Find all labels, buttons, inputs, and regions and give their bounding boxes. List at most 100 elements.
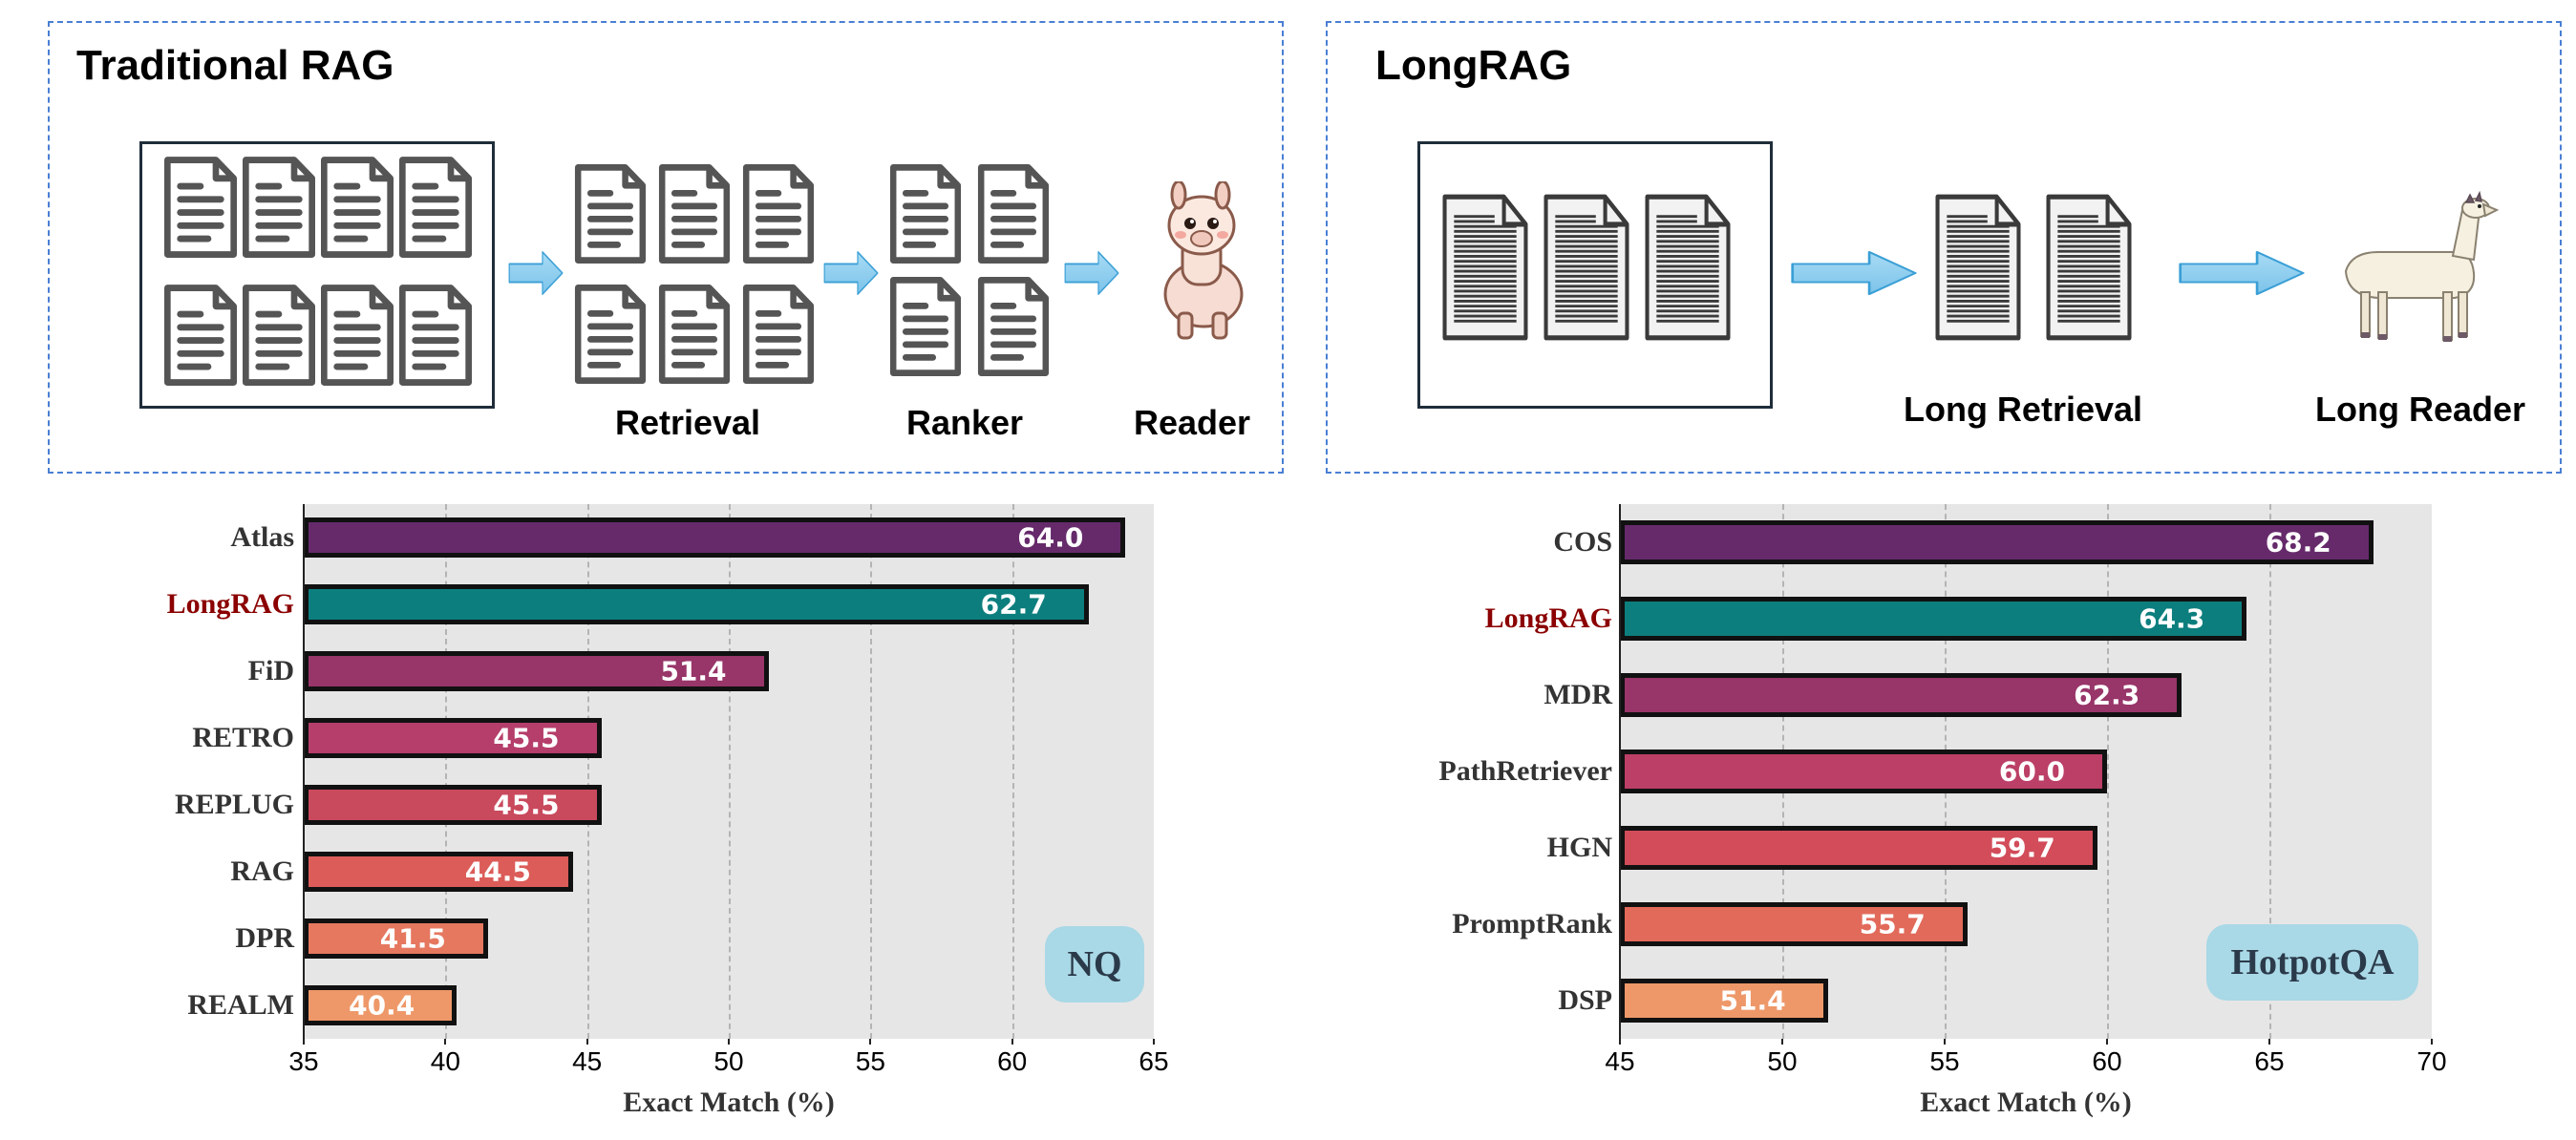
bar [1620, 749, 2107, 793]
bar-value-label: 68.2 [2265, 526, 2331, 559]
gridline [2107, 504, 2109, 1039]
category-label: DPR [235, 922, 294, 954]
arrow-right-icon [1064, 250, 1119, 296]
llama-long-reader-icon [2344, 190, 2500, 342]
category-label: FiD [247, 655, 294, 686]
bar-value-label: 45.5 [493, 722, 560, 754]
long-document-icon [1442, 194, 1528, 341]
category-label: LongRAG [166, 588, 294, 620]
document-icon [889, 277, 962, 376]
category-label: LongRAG [1484, 602, 1612, 634]
x-tick-label: 50 [1767, 1046, 1798, 1076]
document-icon [321, 285, 394, 386]
bar-value-label: 62.7 [980, 588, 1047, 621]
bar-value-label: 51.4 [1719, 984, 1786, 1017]
category-label: REALM [187, 989, 294, 1021]
bar-value-label: 55.7 [1859, 908, 1926, 940]
x-axis-label: Exact Match (%) [1920, 1087, 2132, 1118]
dataset-badge: HotpotQA [2206, 924, 2418, 1001]
x-tick-label: 55 [855, 1046, 885, 1076]
llama-reader-icon [1163, 181, 1244, 340]
stage-label-retrieval: Retrieval [614, 403, 761, 442]
document-icon [742, 285, 815, 384]
x-tick-label: 45 [572, 1046, 603, 1076]
long-document-icon [2046, 194, 2132, 341]
arrow-right-icon [508, 250, 564, 296]
x-tick-mark [1944, 1039, 1946, 1045]
bar [1620, 979, 1828, 1023]
x-tick-mark [2431, 1039, 2433, 1045]
document-icon [977, 164, 1050, 264]
gridline [1011, 504, 1014, 1039]
long-document-icon [1543, 194, 1629, 341]
x-tick-label: 40 [430, 1046, 460, 1076]
category-label: REPLUG [174, 789, 294, 820]
x-tick-label: 35 [288, 1046, 319, 1076]
document-icon [164, 285, 237, 386]
document-icon [164, 157, 237, 258]
x-tick-mark [303, 1039, 305, 1045]
document-icon [399, 285, 472, 386]
stage-label-reader: Reader [1133, 403, 1251, 442]
bar-value-label: 59.7 [1989, 832, 2055, 864]
traditional-rag-title: Traditional RAG [76, 42, 394, 89]
x-tick-label: 60 [2092, 1046, 2122, 1076]
dataset-badge: NQ [1045, 926, 1144, 1003]
x-tick-mark [1011, 1039, 1013, 1045]
gridline [2269, 504, 2271, 1039]
category-label: RETRO [192, 722, 294, 753]
y-axis-line [303, 504, 305, 1039]
gridline [729, 504, 731, 1039]
category-label: RAG [230, 855, 294, 887]
bar [1620, 673, 2182, 717]
y-axis-line [1619, 504, 1621, 1039]
bar [1620, 520, 2374, 564]
gridline [586, 504, 589, 1039]
document-icon [658, 285, 731, 384]
bar-value-label: 40.4 [349, 989, 415, 1022]
stage-label-long-retrieval: Long Retrieval [1903, 390, 2143, 429]
document-icon [889, 164, 962, 264]
bar [304, 651, 769, 691]
bar [304, 584, 1089, 624]
document-icon [242, 285, 315, 386]
bar [304, 852, 573, 892]
bar-value-label: 45.5 [493, 789, 560, 821]
bar [1620, 597, 2247, 641]
stage-label-long-reader: Long Reader [2314, 390, 2526, 429]
document-icon [399, 157, 472, 258]
bar [304, 918, 488, 959]
bar-value-label: 60.0 [1998, 755, 2065, 788]
document-icon [574, 285, 647, 384]
bar-value-label: 41.5 [379, 922, 446, 955]
bar [1620, 902, 1968, 946]
arrow-right-icon [1791, 250, 1917, 296]
x-tick-label: 50 [713, 1046, 744, 1076]
category-label: PathRetriever [1438, 755, 1612, 787]
arrow-right-icon [2179, 250, 2305, 296]
x-tick-mark [869, 1039, 872, 1045]
x-tick-mark [1781, 1039, 1783, 1045]
bar [304, 718, 602, 758]
x-tick-mark [2268, 1039, 2270, 1045]
bar [304, 517, 1126, 558]
category-label: DSP [1558, 984, 1612, 1016]
x-tick-mark [728, 1039, 730, 1045]
category-label: COS [1553, 526, 1612, 558]
document-icon [242, 157, 315, 258]
document-icon [321, 157, 394, 258]
x-tick-mark [585, 1039, 588, 1045]
x-tick-mark [2106, 1039, 2108, 1045]
category-label: PromptRank [1452, 908, 1612, 939]
category-label: MDR [1543, 679, 1612, 710]
bar-value-label: 64.3 [2139, 602, 2205, 635]
longrag-title: LongRAG [1375, 42, 1572, 89]
x-tick-mark [1153, 1039, 1155, 1045]
document-icon [977, 277, 1050, 376]
category-label: Atlas [230, 521, 294, 553]
bar-value-label: 44.5 [464, 855, 531, 888]
bar [304, 785, 602, 825]
bar-value-label: 51.4 [660, 655, 727, 687]
x-tick-label: 45 [1605, 1046, 1635, 1076]
x-axis-label: Exact Match (%) [623, 1087, 835, 1118]
